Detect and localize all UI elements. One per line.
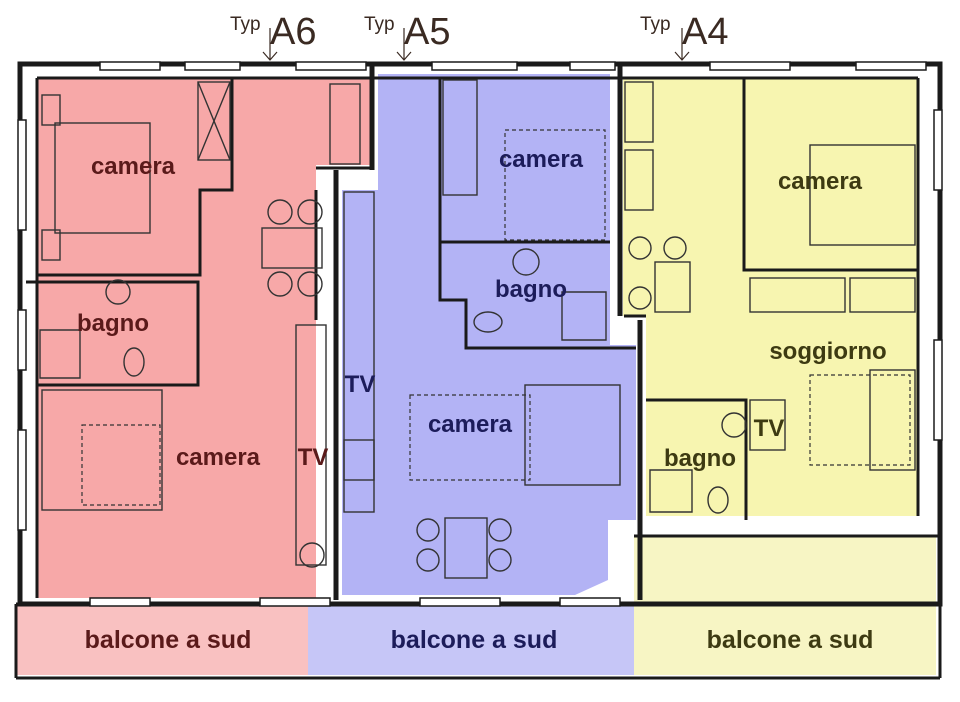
unit-a5 [308,74,636,675]
a6-camera-label: camera [91,153,176,180]
unit-a4-fill [623,78,918,516]
a4-soggiorno-label: soggiorno [769,338,886,365]
type-a5-label: A5 [404,11,450,53]
type-marker-a4: Typ A4 [640,11,728,61]
balcony-a6 [16,605,308,675]
type-a5-small: Typ [364,14,395,35]
a6-balcony-label: balcone a sud [85,626,252,654]
type-marker-a6: Typ A6 [230,11,316,61]
a4-camera-label: camera [778,168,863,195]
a6-camera-2-label: camera [176,444,261,471]
type-a6-small: Typ [230,14,261,35]
a4-balcony-label: balcone a sud [707,626,874,654]
a5-bagno-label: bagno [495,276,567,303]
a5-balcony-label: balcone a sud [391,626,558,654]
unit-a6-fill [37,78,372,598]
a5-tv-label: TV [345,371,376,398]
a6-bagno-label: bagno [77,310,149,337]
unit-a5-fill [342,74,636,595]
a6-tv-label: TV [298,444,329,471]
furniture [39,79,916,579]
windows [17,61,943,607]
balcony-a5 [308,605,634,675]
a4-tv-label: TV [754,415,785,442]
type-a6-label: A6 [270,11,316,53]
a4-bagno-label: bagno [664,445,736,472]
type-a4-small: Typ [640,14,671,35]
a5-camera-label: camera [499,146,584,173]
a5-camera-2-label: camera [428,411,513,438]
unit-a6 [16,78,372,675]
type-a4-label: A4 [682,11,728,53]
type-marker-a5: Typ A5 [364,11,450,61]
